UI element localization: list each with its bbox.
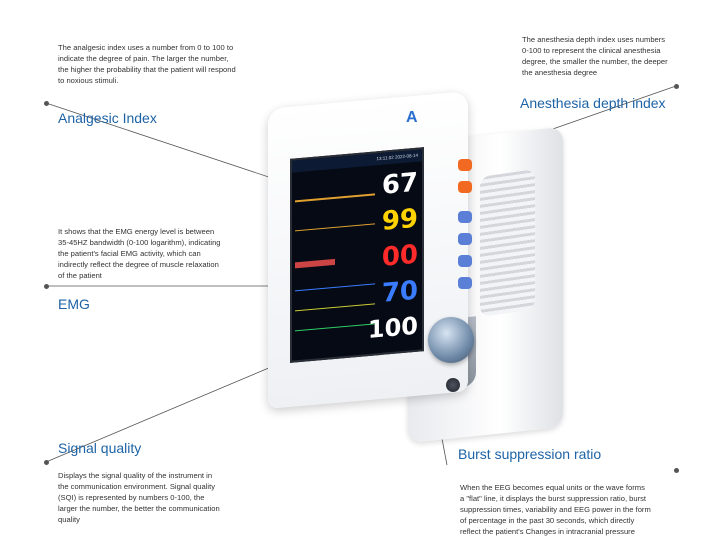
function-button-2[interactable] xyxy=(458,233,472,245)
rotary-knob[interactable] xyxy=(428,317,474,363)
emg-desc-line: of the patient xyxy=(58,271,102,280)
emg-value: 70 xyxy=(381,275,418,309)
power-button[interactable] xyxy=(446,378,460,392)
trend-line-3 xyxy=(295,323,375,332)
eeg-wave-2 xyxy=(295,223,375,232)
monitor-screen: 13:11:02 2022-08-14 67 99 00 70 100 xyxy=(290,147,424,363)
burst-desc-line: a "flat" line, it displays the burst sup… xyxy=(460,494,647,503)
emg-desc-line: 35-45HZ bandwidth (0-100 logarithm), ind… xyxy=(58,238,221,247)
signal-desc-line: larger the number, the better the commun… xyxy=(58,504,220,513)
signal-quality-value: 100 xyxy=(367,311,418,345)
function-button-3[interactable] xyxy=(458,255,472,267)
burst-suppression-title: Burst suppression ratio xyxy=(458,446,602,462)
emg-desc-line: the patient's facial EMG activity, which… xyxy=(58,249,201,258)
anesthesia-depth-value: 67 xyxy=(381,167,418,201)
analgesic-pointer-dot xyxy=(44,101,49,106)
function-button-4[interactable] xyxy=(458,277,472,289)
alarm-button-1[interactable] xyxy=(458,159,472,171)
trend-line-2 xyxy=(295,303,375,312)
emg-description: It shows that the EMG energy level is be… xyxy=(58,226,268,281)
brand-logo: A xyxy=(406,109,418,126)
signal-desc-line: quality xyxy=(58,515,80,524)
anesthesia-desc-line: 0-100 to represent the clinical anesthes… xyxy=(522,46,661,55)
burst-pointer-dot xyxy=(674,468,679,473)
analgesic-desc-line: to noxious stimuli. xyxy=(58,76,119,85)
analgesic-desc-line: The analgesic index uses a number from 0… xyxy=(58,43,234,52)
trend-line-1 xyxy=(295,283,375,292)
analgesic-title: Analgesic Index xyxy=(58,110,157,126)
monitor-device: A 13:11:02 2022-08-14 67 99 00 70 100 xyxy=(258,91,563,444)
analgesic-index-value: 99 xyxy=(381,203,418,237)
emg-title: EMG xyxy=(58,296,90,312)
trend-bar xyxy=(295,258,335,269)
analgesic-desc-line: the higher the probability that the pati… xyxy=(58,65,236,74)
signal-desc-line: (SQI) is represented by numbers 0-100, t… xyxy=(58,493,205,502)
signal-quality-description: Displays the signal quality of the instr… xyxy=(58,470,268,525)
burst-desc-line: suppression times, variability and EEG p… xyxy=(460,505,651,514)
signal-pointer-dot xyxy=(44,460,49,465)
analgesic-desc-line: indicate the degree of pain. The larger … xyxy=(58,54,229,63)
signal-desc-line: Displays the signal quality of the instr… xyxy=(58,471,213,480)
alarm-button-2[interactable] xyxy=(458,181,472,193)
analgesic-description: The analgesic index uses a number from 0… xyxy=(58,42,278,86)
signal-desc-line: the communication environment. Signal qu… xyxy=(58,482,216,491)
anesthesia-description: The anesthesia depth index uses numbers … xyxy=(522,34,712,78)
anesthesia-desc-line: The anesthesia depth index uses numbers xyxy=(522,35,666,44)
burst-desc-line: reflect the patient's Changes in intracr… xyxy=(460,527,635,536)
eeg-wave-1 xyxy=(295,193,375,203)
burst-desc-line: of percentage in the past 30 seconds, wh… xyxy=(460,516,635,525)
emg-pointer-dot xyxy=(44,284,49,289)
signal-quality-title: Signal quality xyxy=(58,440,142,456)
burst-desc-line: When the EEG becomes equal units or the … xyxy=(460,483,645,492)
burst-suppression-description: When the EEG becomes equal units or the … xyxy=(460,482,710,537)
speaker-vent xyxy=(480,169,535,317)
anesthesia-desc-line: degree, the smaller the number, the deep… xyxy=(522,57,668,66)
emg-desc-line: indirectly reflect the degree of muscle … xyxy=(58,260,219,269)
anesthesia-desc-line: the anesthesia degree xyxy=(522,68,598,77)
anesthesia-pointer-dot xyxy=(674,84,679,89)
function-button-1[interactable] xyxy=(458,211,472,223)
values-panel: 67 99 00 70 100 xyxy=(368,161,422,355)
burst-suppression-value: 00 xyxy=(381,239,418,273)
emg-desc-line: It shows that the EMG energy level is be… xyxy=(58,227,215,236)
anesthesia-title: Anesthesia depth index xyxy=(520,95,666,111)
